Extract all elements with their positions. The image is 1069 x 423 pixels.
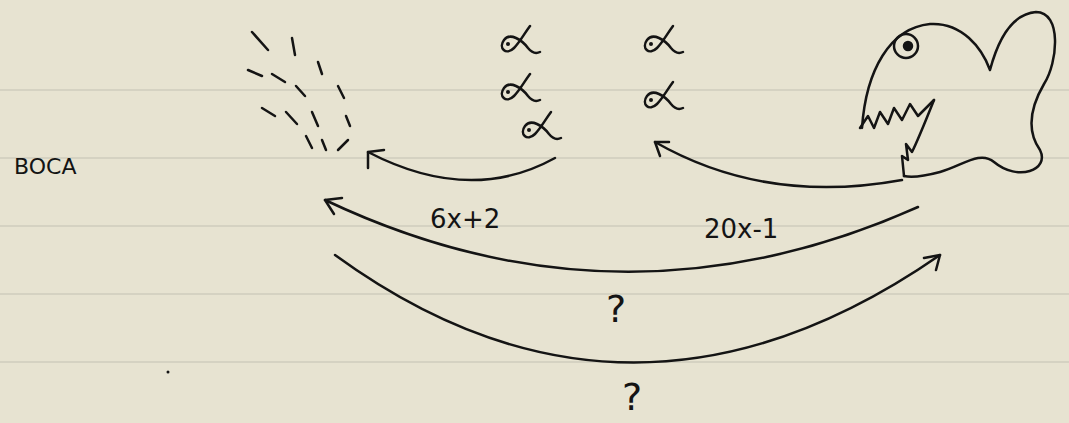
edge-label: 20x-1 <box>704 216 778 242</box>
stray-dot <box>167 371 170 374</box>
splash-marks <box>248 32 350 150</box>
question-label: ? <box>606 290 626 328</box>
question-label: ? <box>622 378 642 416</box>
fish-group <box>502 26 683 139</box>
sketch-arrows <box>325 142 940 363</box>
paper-rules <box>0 90 1069 362</box>
note-label: BOCA <box>14 156 76 178</box>
monster-fish <box>860 12 1055 177</box>
edge-label: 6x+2 <box>430 206 500 232</box>
